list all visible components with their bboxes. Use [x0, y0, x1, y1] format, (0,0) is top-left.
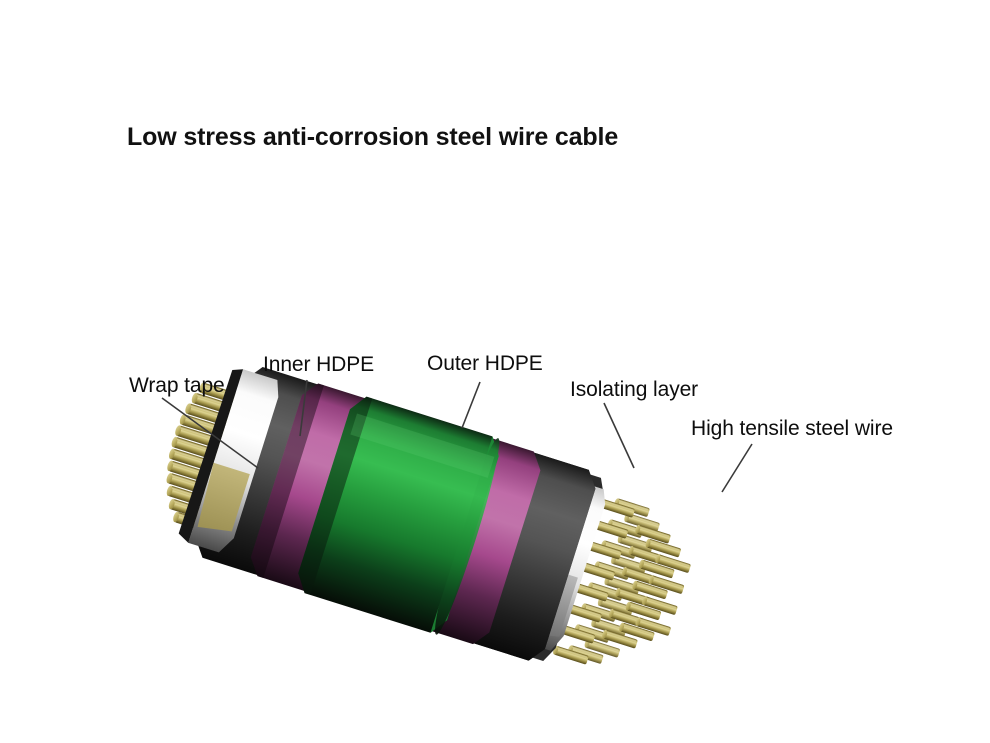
leader-line-wrap-tape	[161, 397, 259, 469]
callout-leader-lines	[161, 379, 753, 493]
leader-line-inner-hdpe	[299, 379, 308, 437]
callout-label-isolating-layer: Isolating layer	[570, 378, 699, 401]
callout-label-high-tensile-steel-wire: High tensile steel wire	[691, 417, 893, 440]
leader-line-high-tensile-steel-wire	[721, 443, 753, 493]
leader-line-outer-hdpe	[461, 381, 481, 429]
page-title: Low stress anti-corrosion steel wire cab…	[127, 123, 619, 151]
left-end-cut-faces	[178, 369, 279, 553]
leader-line-isolating-layer	[603, 402, 635, 469]
callout-label-inner-hdpe: Inner HDPE	[263, 353, 375, 376]
callout-label-wrap-tape: Wrap tape	[129, 374, 225, 397]
callout-label-outer-hdpe: Outer HDPE	[427, 352, 543, 375]
